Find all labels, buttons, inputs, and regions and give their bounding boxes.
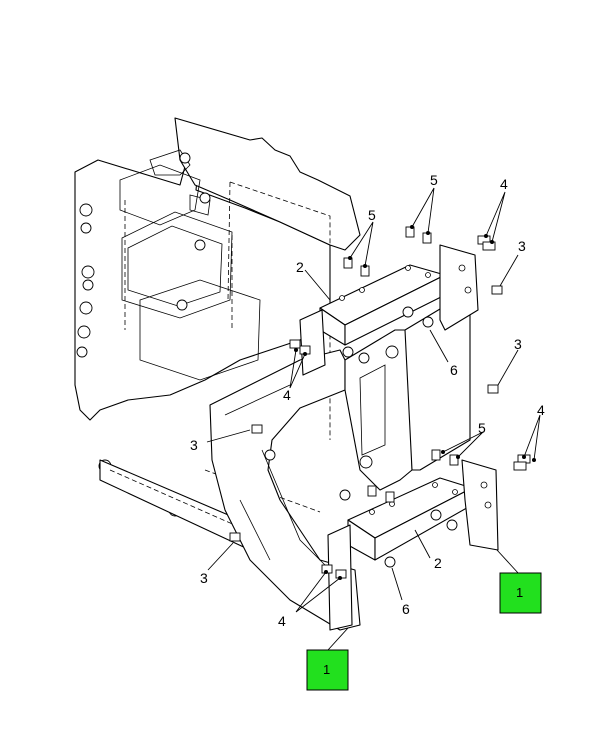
callout-2: 2 [296, 259, 304, 275]
callout-4: 4 [537, 402, 545, 418]
item-tag-lower[interactable]: 1 [306, 649, 349, 691]
callout-3: 3 [200, 570, 208, 586]
callout-labels: 5 5 4 3 2 6 4 3 3 5 4 2 3 6 4 [190, 172, 545, 629]
main-support-bracket [209, 299, 471, 631]
callout-5: 5 [430, 172, 438, 188]
upper-mount-bracket [299, 244, 479, 376]
item-tag-upper[interactable]: 1 [499, 572, 542, 614]
item-tag-label: 1 [516, 585, 523, 600]
callout-3: 3 [190, 437, 198, 453]
nut-icon [264, 306, 458, 568]
callout-4: 4 [283, 387, 291, 403]
bolt-icon [229, 226, 531, 579]
leader-lines [206, 187, 541, 651]
callout-5: 5 [368, 207, 376, 223]
callout-4: 4 [278, 613, 286, 629]
callout-6: 6 [450, 362, 458, 378]
callout-3: 3 [514, 336, 522, 352]
item-tag-label: 1 [323, 662, 330, 677]
callout-4: 4 [500, 176, 508, 192]
callout-3: 3 [518, 238, 526, 254]
callout-5: 5 [478, 420, 486, 436]
arrowheads [294, 225, 536, 580]
callout-6: 6 [402, 601, 410, 617]
frame-top-plate [119, 117, 361, 440]
callout-2: 2 [434, 555, 442, 571]
